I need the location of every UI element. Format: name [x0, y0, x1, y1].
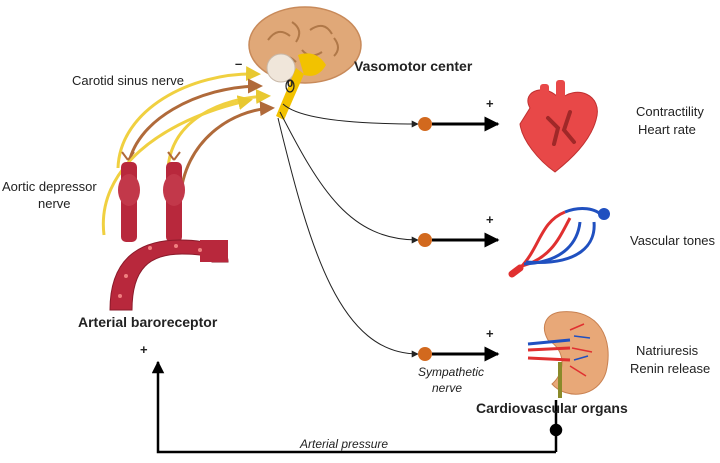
- arterial-pressure-feedback: [151, 360, 563, 454]
- zero-sign: 0: [287, 78, 294, 90]
- renin-release-label: Renin release: [630, 361, 711, 376]
- vasomotor-center-label: Vasomotor center: [354, 58, 473, 74]
- brain-icon: [248, 6, 362, 120]
- brainstem: [276, 68, 304, 120]
- efferent-pathways: [277, 103, 419, 358]
- aortic-depressor-nerve-label-1: Aortic depressor: [2, 179, 97, 194]
- plus-sign-heart: +: [486, 96, 494, 111]
- ganglion-node-heart: [418, 117, 432, 131]
- natriuresis-label: Natriuresis: [636, 343, 699, 358]
- sympathetic-nerve-label-2: nerve: [432, 381, 463, 395]
- kidney-icon: [527, 311, 609, 398]
- heart-icon: [519, 80, 598, 173]
- arterial-pressure-label: Arterial pressure: [300, 437, 389, 451]
- arterial-baroreceptor-label: Arterial baroreceptor: [78, 314, 218, 330]
- cardiovascular-organs-label: Cardiovascular organs: [476, 400, 628, 416]
- vascular-tones-label: Vascular tones: [630, 233, 716, 248]
- sympathetic-nerve-label-1: Sympathetic: [418, 365, 485, 379]
- plus-sign-vessel: +: [486, 212, 494, 227]
- aortic-depressor-nerve-label-2: nerve: [38, 196, 71, 211]
- arterial-baroreceptor-icon: [109, 151, 229, 311]
- inhibitory-sign: –: [235, 56, 243, 71]
- ganglion-node-vessel: [418, 233, 432, 247]
- contractility-label: Contractility: [636, 104, 704, 119]
- carotid-sinus-nerve-label: Carotid sinus nerve: [72, 73, 184, 88]
- plus-sign-baroreceptor: +: [140, 342, 148, 357]
- heart-rate-label: Heart rate: [638, 122, 696, 137]
- blood-vessel-icon: [508, 207, 610, 278]
- sympathetic-outputs: [418, 116, 500, 362]
- plus-sign-kidney: +: [486, 326, 494, 341]
- ganglion-node-kidney: [418, 347, 432, 361]
